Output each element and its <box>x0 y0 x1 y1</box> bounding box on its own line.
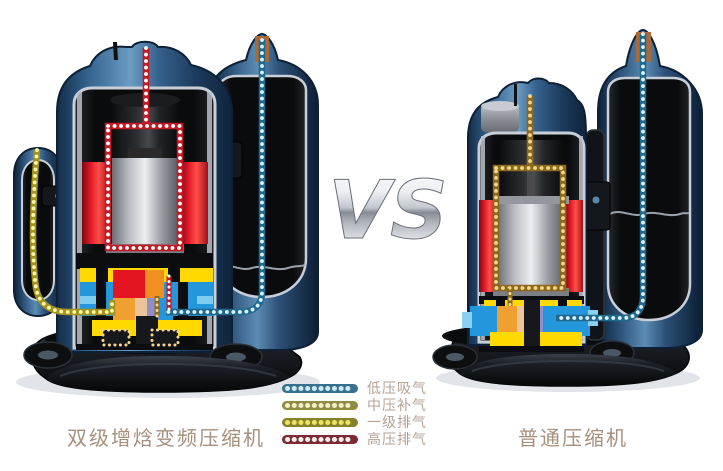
right-accumulator-seam <box>609 211 690 217</box>
discharge-line-left <box>104 46 184 312</box>
right-stator-left <box>479 200 497 292</box>
injection-line <box>29 148 116 316</box>
first-stage-port-right <box>150 328 180 347</box>
vs-badge: VS VS <box>324 160 453 262</box>
legend-item-high-pressure-discharge: 高压排气 <box>281 431 427 448</box>
suction-line-right <box>554 32 647 322</box>
right-junction-pipe <box>583 129 611 341</box>
legend-swatch-low-pressure-suction <box>282 384 358 393</box>
right-foot-right-hole <box>603 349 621 357</box>
right-stator-right <box>565 200 583 292</box>
right-rotor-flange-top <box>493 196 569 204</box>
left-accumulator-oil-line <box>219 264 306 271</box>
left-base-front <box>23 341 290 392</box>
left-rotor-cap <box>128 148 162 160</box>
second-stage-cylinder <box>113 270 145 298</box>
right-accumulator-interior <box>606 76 692 322</box>
legend-item-low-pressure-suction: 低压吸气 <box>281 380 427 397</box>
first-stage-port-left <box>101 328 131 347</box>
discharge-line-right <box>492 94 567 308</box>
legend-label: 中压补气 <box>367 397 427 414</box>
left-rotor <box>112 158 178 244</box>
right-base-front <box>432 340 677 386</box>
right-compression-mechanism <box>462 300 598 352</box>
left-body-antenna <box>113 42 118 60</box>
svg-text:VS: VS <box>328 164 448 257</box>
right-bracket <box>583 181 611 231</box>
legend-swatch-medium-pressure-injection <box>282 401 358 410</box>
legend-swatch-high-pressure-discharge <box>282 435 358 444</box>
legend-label: 高压排气 <box>367 431 427 448</box>
left-stator-right <box>180 162 208 244</box>
suction-line-left <box>164 38 266 316</box>
legend-item-medium-pressure-injection: 中压补气 <box>281 397 427 414</box>
vs-text: VS <box>328 164 448 257</box>
left-foot-left-hole <box>38 350 58 360</box>
right-accumulator <box>597 28 703 349</box>
legend-label: 低压吸气 <box>367 380 427 397</box>
right-foot-left-hole <box>446 353 464 361</box>
legend-label: 一级排气 <box>367 414 427 431</box>
bracket-bolt <box>592 196 600 204</box>
right-compressor-caption: 普通压缩机 <box>518 426 628 450</box>
right-compressor-illustration <box>432 28 703 392</box>
right-body-antenna <box>514 84 517 106</box>
legend-item-first-stage-discharge: 一级排气 <box>281 414 427 431</box>
left-compressor-caption: 双级增焓变频压缩机 <box>67 426 265 450</box>
left-compressor-illustration <box>13 32 320 398</box>
legend-swatch-first-stage-discharge <box>282 418 358 427</box>
right-rotor <box>497 204 565 288</box>
right-rotor-flange-bottom <box>493 288 569 296</box>
left-foot-right-hole <box>226 352 246 362</box>
legend: 低压吸气 中压补气 一级排气 高压排气 <box>281 380 427 448</box>
right-terminal-cap <box>481 101 519 132</box>
